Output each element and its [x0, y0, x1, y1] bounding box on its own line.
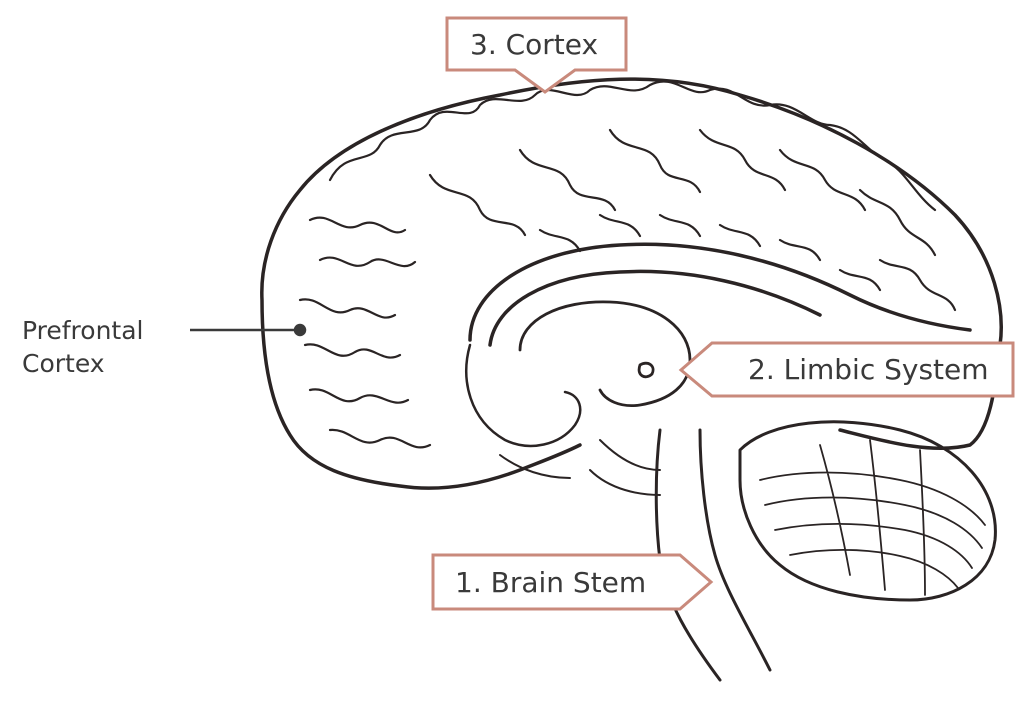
frontal-curl — [466, 345, 580, 446]
limbic-system-label: 2. Limbic System — [748, 356, 989, 384]
corpus-callosum — [470, 244, 970, 345]
cerebellum-folds — [760, 440, 985, 595]
limbic-loop — [520, 302, 690, 406]
prefrontal-label-line2: Cortex — [22, 348, 143, 381]
cortex-label: 3. Cortex — [470, 31, 598, 59]
prefrontal-label-line1: Prefrontal — [22, 315, 143, 348]
brain-stem-label: 1. Brain Stem — [455, 569, 646, 597]
prefrontal-cortex-label: Prefrontal Cortex — [22, 315, 143, 380]
prefrontal-pointer-dot — [295, 325, 305, 335]
